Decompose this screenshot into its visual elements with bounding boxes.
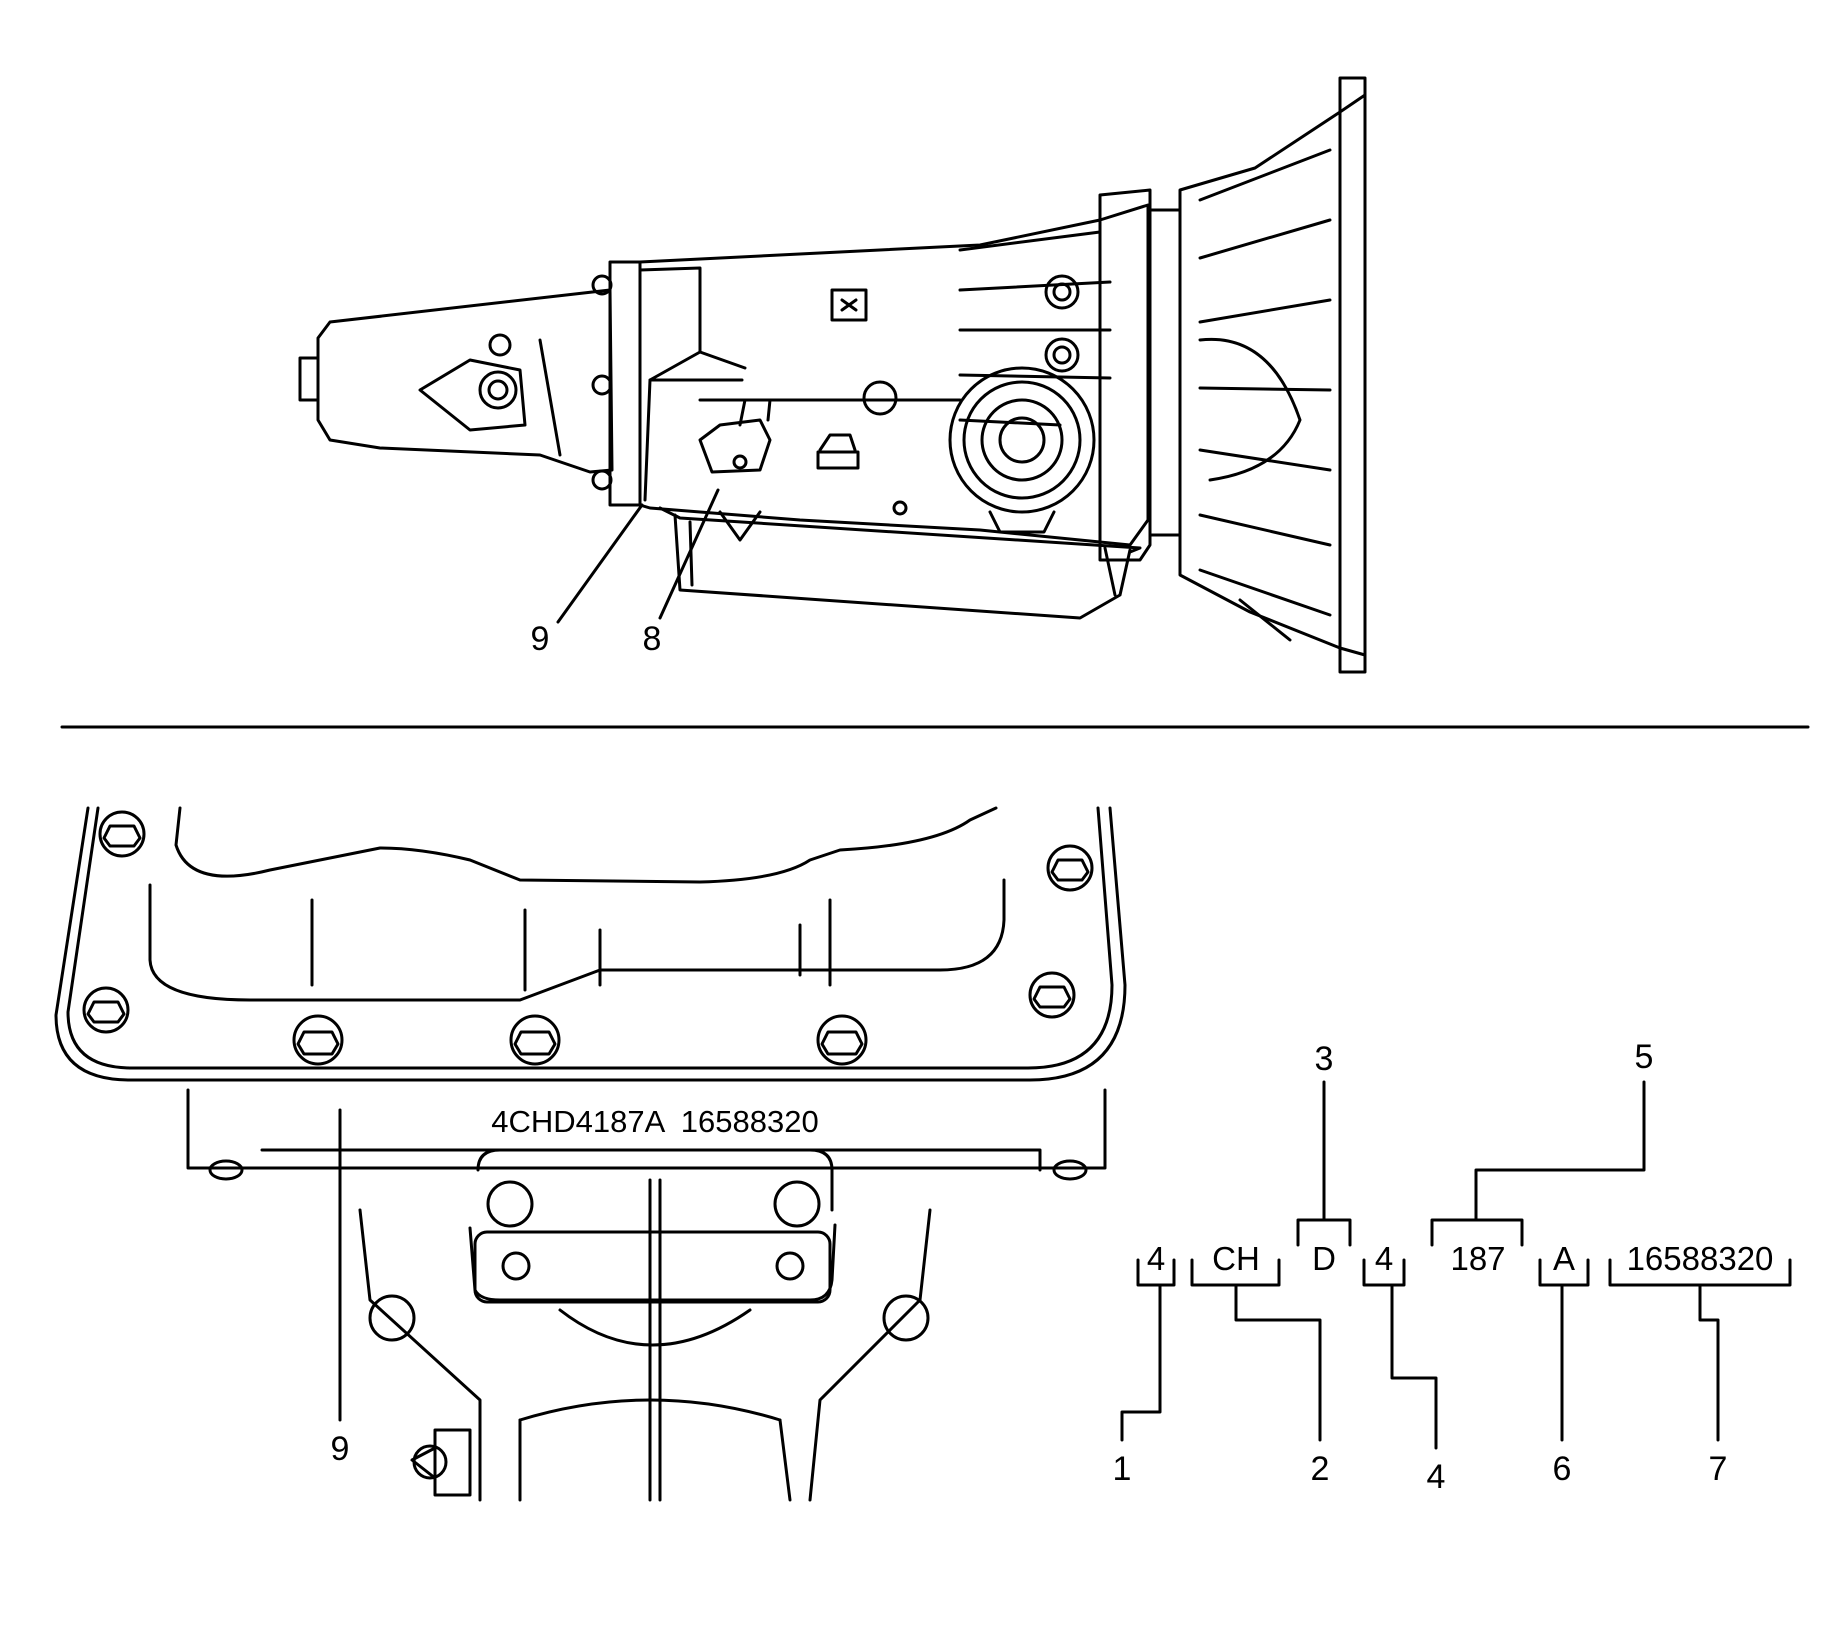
code-segment-type: D xyxy=(1312,1240,1336,1277)
callout-4: 4 xyxy=(1427,1458,1446,1496)
callout-3: 3 xyxy=(1315,1040,1334,1078)
code-segment-shift: A xyxy=(1553,1240,1575,1277)
code-segment-model: 4 xyxy=(1147,1240,1165,1277)
leader-9-top xyxy=(556,503,644,624)
code-segment-plant: CH xyxy=(1212,1240,1260,1277)
callout-8: 8 xyxy=(643,620,662,658)
code-segment-year: 4 xyxy=(1375,1240,1393,1277)
callout-1: 1 xyxy=(1113,1450,1132,1488)
pan-id-text: 4CHD4187A 16588320 xyxy=(491,1104,818,1139)
leader-8 xyxy=(658,488,720,620)
callout-6: 6 xyxy=(1553,1450,1572,1488)
code-segment-day: 187 xyxy=(1450,1240,1505,1277)
callout-5: 5 xyxy=(1635,1038,1654,1076)
transmission-side-view xyxy=(298,76,1367,674)
callout-9-bottom: 9 xyxy=(331,1430,350,1468)
code-breakdown-brackets xyxy=(1120,1080,1792,1450)
callout-2: 2 xyxy=(1311,1450,1330,1488)
oil-pan-bottom-view xyxy=(54,806,1127,1502)
callout-7: 7 xyxy=(1709,1450,1728,1488)
code-segment-part-number: 16588320 xyxy=(1627,1240,1774,1277)
callout-9-top: 9 xyxy=(531,620,550,658)
